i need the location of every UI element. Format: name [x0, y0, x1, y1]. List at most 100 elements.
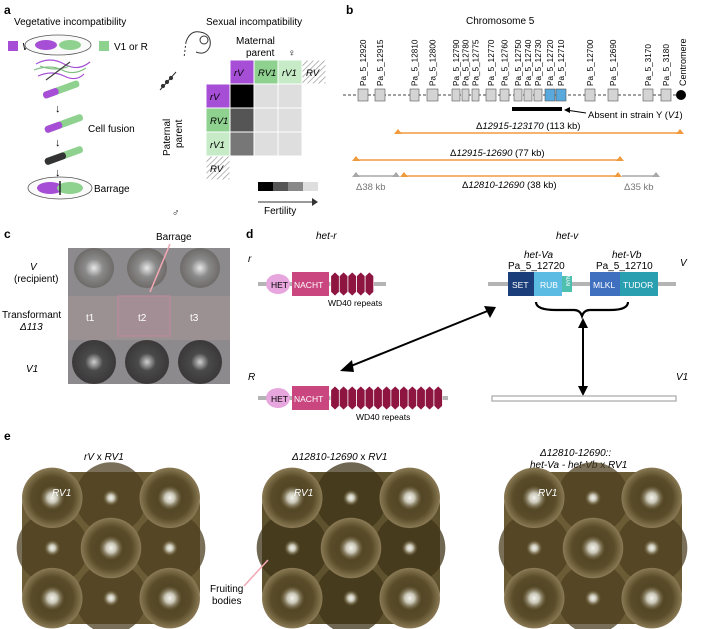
barrage-photo — [68, 248, 230, 384]
gene-box — [426, 88, 439, 102]
hypha-cell-1 — [42, 80, 80, 99]
colony-center — [521, 585, 547, 611]
gene-label: Pa_5_3170 — [644, 44, 653, 86]
well-label-t2: t2 — [138, 313, 147, 324]
fruiting-label-2: bodies — [212, 596, 241, 607]
centromere-label: Centromere — [678, 38, 688, 86]
colony-center — [279, 585, 305, 611]
hypha-cell-3 — [44, 146, 83, 165]
gene-box — [499, 88, 510, 102]
matrix-row-label: rV1 — [210, 140, 225, 151]
colony-center — [157, 485, 183, 511]
wd40-label-r: WD40 repeats — [328, 298, 382, 308]
colony-center — [643, 539, 660, 557]
plate-photo-2 — [256, 462, 446, 629]
het-va-id: Pa_5_12720 — [508, 261, 565, 272]
arrow-head-icon — [564, 107, 570, 113]
colony-center — [39, 585, 65, 611]
petri-dish-icon — [24, 34, 92, 56]
matrix-row-header — [205, 155, 231, 181]
panel-letter: d — [246, 227, 253, 241]
het-r-protein-r — [258, 271, 386, 297]
panel-e: e rV x RV1 Δ12810-12690 x RV1 Δ12810-126… — [4, 429, 688, 629]
colony-center — [342, 590, 360, 607]
colony-center — [342, 489, 360, 506]
wd40-repeat — [330, 385, 340, 411]
small-deletion-left-label: Δ38 kb — [356, 182, 386, 193]
matrix-cell — [277, 131, 303, 157]
colony-center — [161, 539, 178, 557]
matrix-row-label: rV — [210, 92, 221, 103]
colony-center — [401, 539, 418, 557]
gene-boxes — [357, 88, 672, 102]
plate-title-1: rV x RV1 — [84, 452, 124, 463]
cell-fusion-label: Cell fusion — [88, 124, 135, 135]
male-symbol: ♂ — [172, 208, 180, 219]
deletion-label-77: Δ12915-12690 (77 kb) — [450, 148, 545, 159]
fertility-scale — [258, 182, 318, 206]
het-va-label: het-Va — [524, 250, 554, 261]
colony-center — [639, 485, 665, 511]
colony-center — [102, 489, 120, 506]
row-label-transformant-sub: Δ113 — [19, 322, 43, 333]
barrage-dish-icon — [27, 176, 93, 200]
panel-letter: e — [4, 429, 11, 443]
gene-box — [374, 88, 386, 102]
gene-box — [513, 88, 523, 102]
gene-box — [607, 88, 619, 102]
fruiting-label: Fruiting — [210, 584, 243, 595]
het-v-locus-V — [488, 272, 676, 296]
gene-box — [533, 88, 543, 102]
wd40-repeat — [407, 385, 417, 411]
maternal-label: Maternal — [236, 36, 275, 47]
barrage-label: Barrage — [94, 184, 130, 195]
gene-label: Pa_5_12915 — [376, 39, 385, 86]
deletion-end-icon — [616, 156, 624, 161]
wd40-repeat — [347, 385, 357, 411]
wd40-repeat — [330, 271, 340, 297]
paternal-label: Paternal — [162, 119, 173, 156]
mlkl-domain-label: MLKL — [593, 280, 615, 290]
well-label-t1: t1 — [86, 313, 95, 324]
het-vb-id: Pa_5_12710 — [596, 261, 653, 272]
wd40-repeat — [416, 385, 426, 411]
matrix-row-label: RV1 — [210, 116, 228, 127]
wd40-repeat — [433, 385, 443, 411]
het-domain-label: HET — [271, 280, 288, 290]
nacht-domain-label: NACHT — [294, 394, 323, 404]
colony-center — [526, 539, 543, 557]
interaction-arrow-diagonal — [340, 306, 496, 372]
gene-box — [409, 88, 420, 102]
gene-label: Pa_5_12790 — [452, 39, 461, 86]
allele-label-R: R — [248, 372, 255, 383]
matrix-row-header — [205, 83, 231, 109]
colony-center — [98, 535, 124, 561]
gene-label: Pa_5_12800 — [429, 39, 438, 86]
colony-center — [584, 590, 602, 607]
colony-center — [44, 539, 61, 557]
chromosome-title: Chromosome 5 — [466, 16, 535, 27]
parent-label: parent — [246, 48, 275, 59]
colony-center — [580, 535, 606, 561]
small-deletion-right-label: Δ35 kb — [624, 182, 654, 193]
tudor-domain-label: TUDOR — [623, 280, 653, 290]
colony-center — [639, 585, 665, 611]
gene-box — [485, 88, 497, 102]
wd40-repeat — [347, 271, 357, 297]
panel-a: a Vegetative incompatibility Sexual inco… — [4, 3, 327, 219]
arrow-down-icon: ↓ — [55, 103, 61, 115]
wd40-repeat — [390, 385, 400, 411]
colony-center — [39, 485, 65, 511]
hyphae-icon — [33, 59, 91, 81]
arrow-down-icon: ↓ — [55, 137, 61, 149]
het-v-brace — [534, 301, 630, 320]
fertility-label: Fertility — [264, 206, 296, 217]
wd40-repeat — [399, 385, 409, 411]
wd40-repeat — [425, 385, 435, 411]
deletion-end-icon — [400, 172, 408, 177]
deletion-end-icon — [352, 172, 360, 177]
plate-title-3: Δ12810-12690:: — [539, 448, 611, 459]
centromere-icon — [676, 90, 686, 100]
plate-photo-3 — [498, 462, 688, 629]
